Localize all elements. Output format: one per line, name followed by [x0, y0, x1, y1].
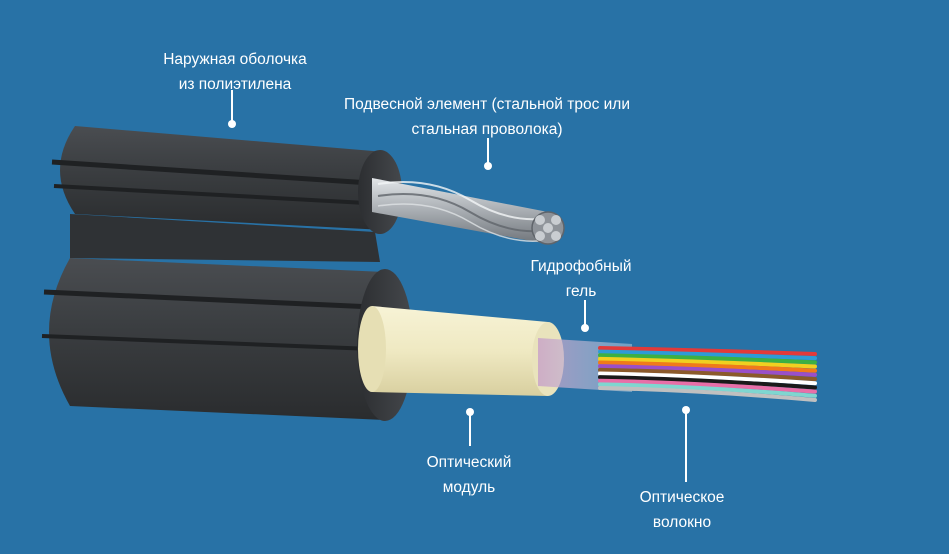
fiber-strand [598, 378, 817, 394]
label-module: Оптический модуль [427, 450, 512, 500]
steel-messenger [372, 178, 565, 245]
label-outer-sheath-line1: Наружная оболочка [163, 51, 307, 68]
label-outer-sheath: Наружная оболочка из полиэтилена [163, 47, 307, 97]
outer-sheath [41, 126, 413, 421]
callout-dot-outer-sheath [228, 120, 236, 128]
callout-dot-gel [581, 324, 589, 332]
callout-dot-fiber [682, 406, 690, 414]
fiber-strand [598, 349, 817, 361]
callout-dot-module [466, 408, 474, 416]
callout-dot-messenger [484, 162, 492, 170]
fiber-strand [598, 367, 817, 382]
optical-fibers [598, 346, 817, 402]
label-fiber: Оптическое волокно [640, 485, 725, 535]
label-module-line2: модуль [442, 479, 496, 496]
fiber-strand [598, 346, 817, 356]
fiber-strand [598, 353, 817, 365]
fiber-strand [598, 375, 817, 390]
fiber-strand [598, 360, 817, 373]
label-module-line1: Оптический [426, 454, 512, 471]
optical-module [358, 306, 564, 396]
label-messenger-line1: Подвесной элемент (стальной трос или [344, 96, 630, 113]
callouts [228, 90, 690, 482]
label-fiber-line1: Оптическое [639, 489, 725, 506]
fiber-strand [598, 371, 817, 386]
label-messenger: Подвесной элемент (стальной трос или ста… [344, 92, 630, 142]
label-gel: Гидрофобный гель [530, 254, 631, 304]
label-fiber-line2: волокно [652, 514, 712, 531]
label-gel-line2: гель [565, 283, 597, 300]
fiber-strand [598, 386, 817, 402]
fiber-strand [598, 356, 817, 369]
label-outer-sheath-line2: из полиэтилена [178, 76, 292, 93]
label-messenger-line2: стальная проволока) [411, 121, 563, 138]
fiber-strand [598, 364, 817, 377]
fiber-strand [598, 382, 817, 398]
label-gel-line1: Гидрофобный [530, 258, 632, 275]
